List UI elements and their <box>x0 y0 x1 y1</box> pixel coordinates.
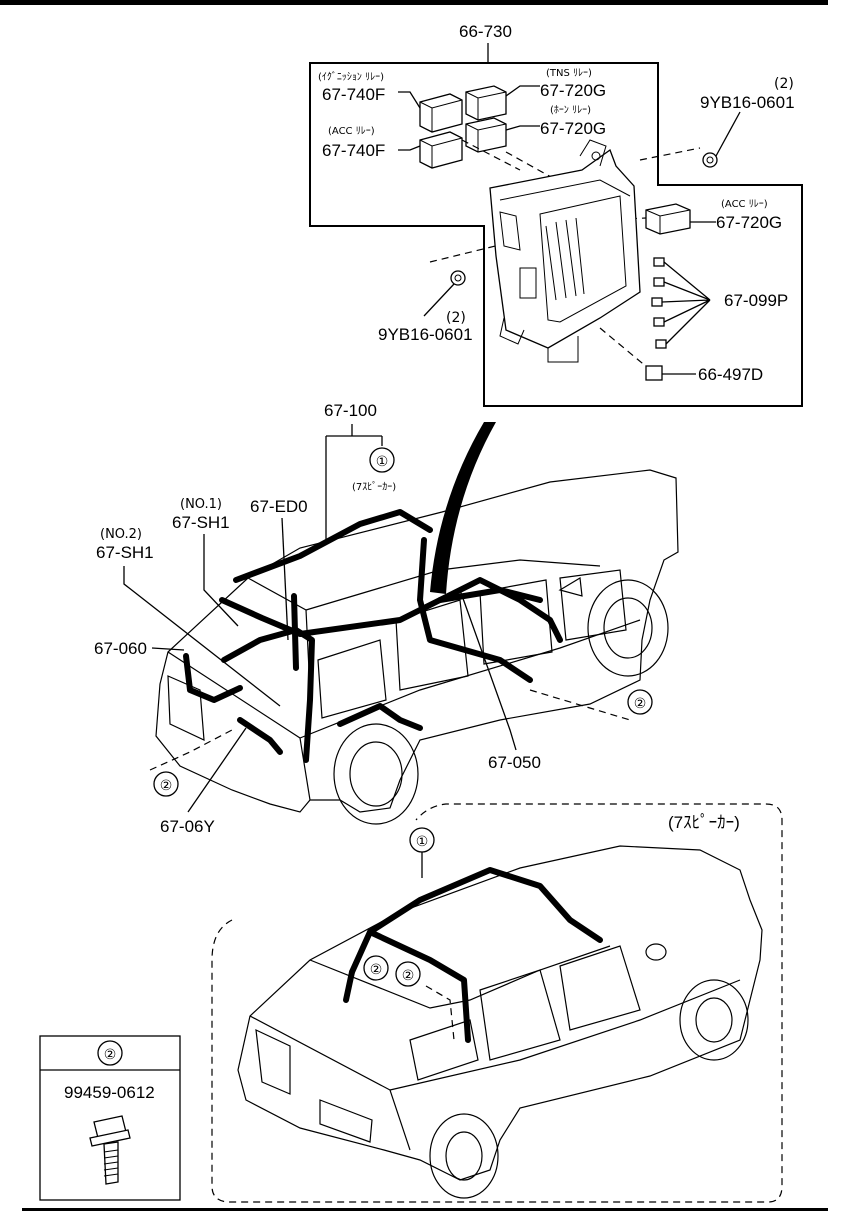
harness-routing <box>183 509 563 763</box>
clip-part: 66-497D <box>698 365 763 384</box>
rear-harness-part: 67-100 <box>324 401 377 420</box>
part-060-label: 67-060 <box>94 639 147 658</box>
svg-text:②: ② <box>402 967 415 983</box>
svg-text:②: ② <box>634 695 647 711</box>
horn-relay-icon <box>465 117 507 153</box>
acc-relay-right-note: (ACC ﾘﾚｰ) <box>721 199 768 210</box>
bolt-icon <box>89 1115 131 1185</box>
bolt-legend-box: ② 99459-0612 <box>39 1035 181 1201</box>
horn-relay-part: 67-720G <box>540 119 606 138</box>
svg-text:②: ② <box>160 777 173 793</box>
bottom-border <box>22 1208 828 1211</box>
inset-circle-2-marker-a: ② <box>363 955 389 981</box>
nut-top-part: 9YB16-0601 <box>700 93 795 112</box>
svg-text:②: ② <box>104 1046 117 1062</box>
relay-box-part-label: 66-730 <box>459 22 512 41</box>
sh1-no2-note: (NO.2) <box>100 527 142 542</box>
sh1-no2-part: 67-SH1 <box>96 543 154 562</box>
inset-circle-1-marker: ① <box>409 827 435 853</box>
acc-relay-right-icon <box>645 203 691 235</box>
ignition-relay-note: (ｲｸﾞﾆｯｼｮﾝ ﾘﾚｰ) <box>318 71 384 83</box>
circle-1-marker: ① <box>369 447 395 473</box>
inset-vehicle-icon <box>237 845 763 1199</box>
ed0-part: 67-ED0 <box>250 497 308 516</box>
acc-relay-left-note: (ACC ﾘﾚｰ) <box>328 126 375 137</box>
relay-box-section: 66-730 (ｲｸﾞﾆｯｼｮﾝ ﾘﾚｰ) 67 <box>309 22 803 407</box>
inset-seven-speaker: (7ｽﾋﾟｰｶｰ) ① ② <box>211 803 783 1203</box>
circle-2-marker-right: ② <box>627 689 653 715</box>
top-border <box>0 0 828 5</box>
bolt-part: 99459-0612 <box>64 1083 155 1102</box>
circle-2-marker-left: ② <box>153 771 179 797</box>
svg-text:①: ① <box>376 453 389 469</box>
junction-block-icon <box>489 139 641 363</box>
fuse-icons <box>651 257 667 349</box>
part-06y-label: 67-06Y <box>160 817 215 836</box>
tns-relay-part: 67-720G <box>540 81 606 100</box>
relay-box-pointer <box>430 422 496 594</box>
nut-bottom-icon <box>450 270 466 286</box>
ignition-relay-part: 67-740F <box>322 85 385 104</box>
horn-relay-note: (ﾎｰﾝ ﾘﾚｰ) <box>550 104 591 116</box>
seven-speaker-note: (7ｽﾋﾟｰｶｰ) <box>352 481 396 493</box>
svg-text:②: ② <box>370 961 383 977</box>
vehicle-body-icon <box>155 469 679 825</box>
nut-bottom-part: 9YB16-0601 <box>378 325 473 344</box>
sh1-no1-part: 67-SH1 <box>172 513 230 532</box>
acc-relay-right-part: 67-720G <box>716 213 782 232</box>
fuse-part: 67-099P <box>724 291 788 310</box>
bolt-circle-2-marker: ② <box>97 1040 123 1066</box>
ignition-relay-icon <box>419 93 463 133</box>
tns-relay-icon <box>465 85 507 121</box>
nut-top-qty: (2) <box>774 76 794 92</box>
clip-icon <box>645 365 663 381</box>
acc-relay-left-part: 67-740F <box>322 141 385 160</box>
svg-text:①: ① <box>416 833 429 849</box>
vehicle-harness-section: 67-100 ① (7ｽﾋﾟｰｶｰ) (NO.1) 67-SH1 67-ED0 … <box>94 401 679 836</box>
acc-relay-left-icon <box>419 131 463 169</box>
tns-relay-note: (TNS ﾘﾚｰ) <box>546 68 592 79</box>
inset-circle-2-marker-b: ② <box>395 961 421 987</box>
nut-bottom-qty: (2) <box>446 310 466 326</box>
sh1-no1-note: (NO.1) <box>180 497 222 512</box>
inset-title: (7ｽﾋﾟｰｶｰ) <box>668 813 740 832</box>
part-050-label: 67-050 <box>488 753 541 772</box>
nut-top-icon <box>702 152 718 168</box>
